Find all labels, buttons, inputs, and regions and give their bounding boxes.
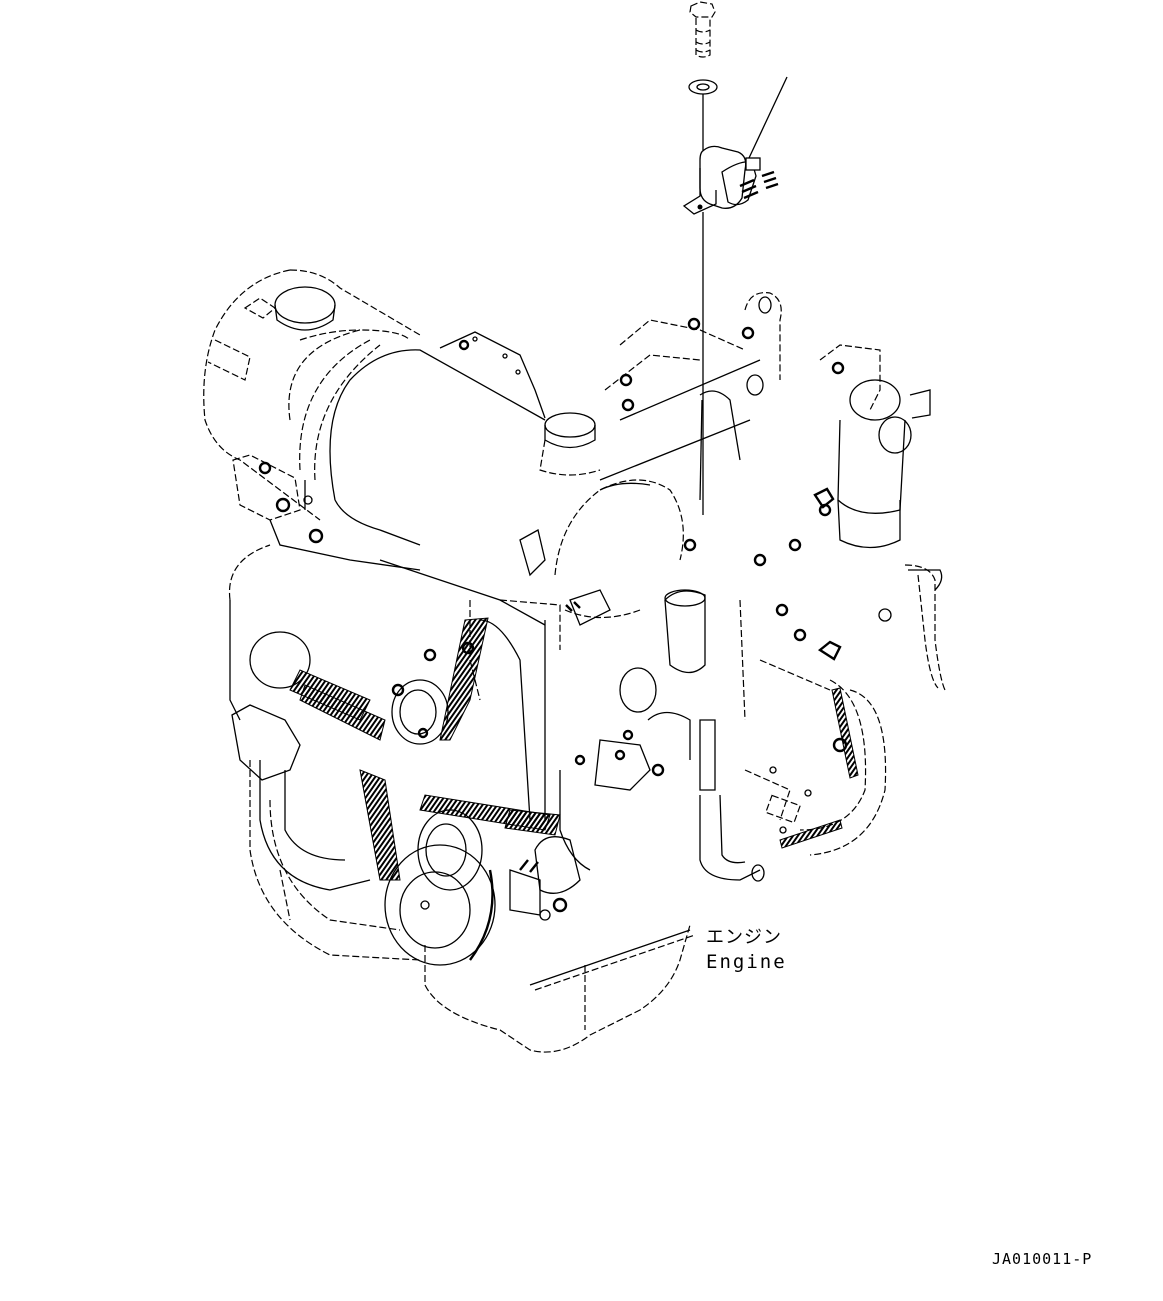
engine-block [228, 519, 546, 961]
muffler [329, 331, 546, 546]
pipe-vertical [699, 390, 746, 791]
engine-label-japanese: エンジン [706, 927, 782, 948]
left-bracket [232, 454, 324, 544]
wire-harness [779, 679, 887, 856]
lower-pipe [699, 794, 765, 882]
washer-icon [688, 79, 718, 95]
secondary-filter [664, 589, 706, 674]
engine-label: エンジン Engine [706, 926, 787, 974]
lifting-eye [741, 292, 782, 396]
turbocharger [231, 631, 386, 891]
bolt-icon [689, 1, 716, 58]
leader-line [748, 76, 788, 159]
oil-pan [424, 924, 696, 1053]
cylinder-head [599, 317, 761, 481]
right-block-details [744, 659, 831, 834]
front-cover [391, 599, 561, 821]
exhaust-canister [554, 479, 684, 619]
drawing-number: JA010011-P [992, 1250, 1093, 1268]
exhaust-outlet [539, 412, 601, 476]
sensors-and-connectors [683, 487, 892, 753]
right-hose [904, 564, 946, 691]
air-cleaner [203, 269, 421, 521]
engine-label-english: Engine [706, 951, 787, 973]
sensor-left [519, 529, 611, 626]
drive-belt [359, 617, 561, 881]
starter-motor [509, 836, 581, 921]
fuel-filter [819, 344, 931, 549]
center-pump [559, 667, 691, 871]
relay-icon [682, 145, 779, 215]
pulleys [384, 679, 496, 966]
